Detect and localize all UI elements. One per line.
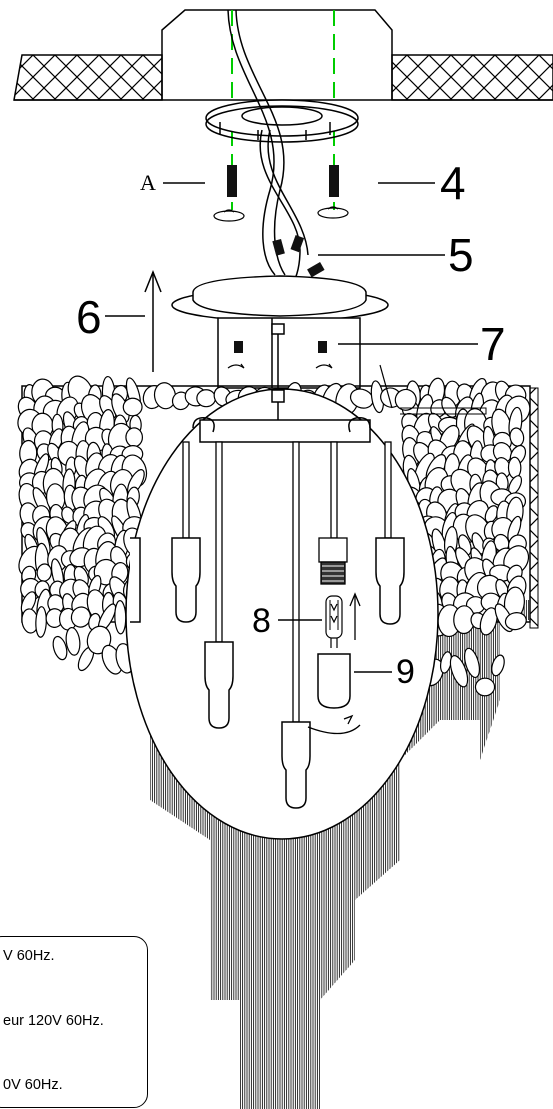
glass-shade <box>317 653 351 709</box>
mounting-plate <box>205 99 359 143</box>
screw-right <box>317 165 349 219</box>
label-6: 6 <box>76 291 102 343</box>
detail-zoom <box>125 388 439 840</box>
voltage-note: V 60Hz. eur 120V 60Hz. 0V 60Hz. <box>0 936 148 1108</box>
label-4: 4 <box>440 157 466 209</box>
g9-bulb <box>325 595 343 648</box>
note-line-2: eur 120V 60Hz. <box>3 1013 104 1029</box>
screw-left <box>213 165 245 222</box>
label-7: 7 <box>480 318 506 370</box>
label-9: 9 <box>396 653 415 691</box>
lift-arrow <box>144 269 162 372</box>
wire-connectors <box>272 235 325 278</box>
label-a: A <box>140 170 156 195</box>
label-5: 5 <box>448 229 474 281</box>
leader-lines <box>105 182 478 673</box>
note-line-1: V 60Hz. <box>3 948 55 964</box>
note-line-3: 0V 60Hz. <box>3 1077 63 1093</box>
canopy <box>171 275 389 392</box>
label-8: 8 <box>252 602 271 640</box>
ceiling <box>13 9 553 101</box>
canopy-screws <box>227 341 333 369</box>
